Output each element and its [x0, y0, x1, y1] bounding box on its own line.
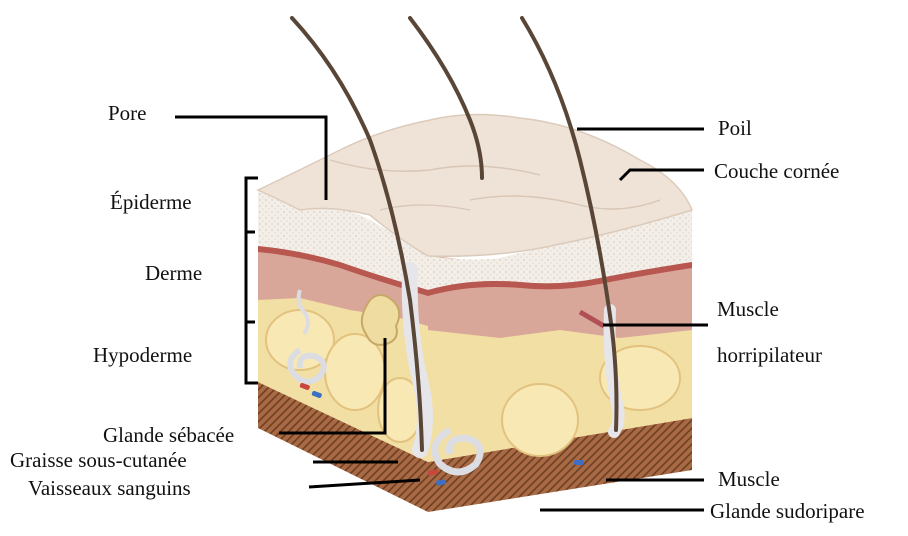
label-couche-cornee: Couche cornée [714, 161, 839, 182]
sebaceous-gland [362, 295, 399, 345]
label-poil: Poil [718, 118, 752, 139]
label-derme: Derme [145, 263, 202, 284]
label-hypoderme: Hypoderme [93, 345, 192, 366]
label-pore: Pore [108, 103, 147, 124]
label-graisse-sous-cutanee: Graisse sous-cutanée [10, 450, 187, 471]
label-glande-sudoripare: Glande sudoripare [710, 501, 865, 522]
layer-bracket [246, 178, 258, 383]
label-muscle-horripilateur-line2: horripilateur [717, 345, 822, 366]
label-muscle-horripilateur-line1: Muscle [717, 299, 779, 320]
label-epiderme: Épiderme [110, 192, 192, 213]
label-glande-sebacee: Glande sébacée [103, 425, 234, 446]
label-muscle: Muscle [718, 469, 780, 490]
label-vaisseaux-sanguins: Vaisseaux sanguins [28, 478, 191, 499]
